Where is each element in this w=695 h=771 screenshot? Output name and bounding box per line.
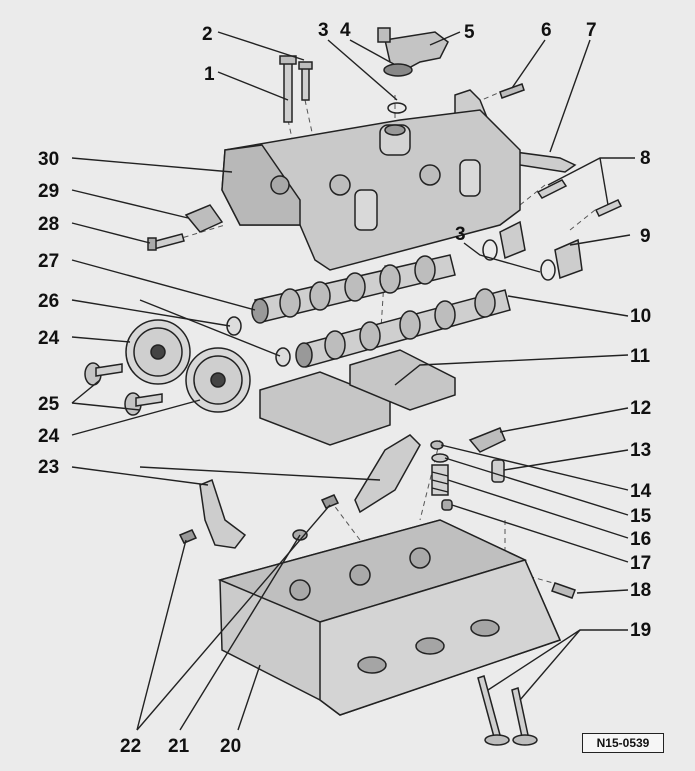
callout-13: 13 <box>630 440 651 461</box>
callout-23: 23 <box>38 457 59 478</box>
bolt-2 <box>298 61 313 101</box>
valve-19 <box>477 675 538 746</box>
bolt-8 <box>536 179 623 217</box>
callout-28: 28 <box>38 214 59 235</box>
callout-3-side: 3 <box>455 224 466 245</box>
leader-lines <box>71 31 635 731</box>
block-29 <box>184 204 224 233</box>
callout-29: 29 <box>38 181 59 202</box>
callout-27: 27 <box>38 251 59 272</box>
callout-1: 1 <box>204 64 215 85</box>
spring-16 <box>431 464 449 496</box>
washer-26 <box>226 316 291 367</box>
bolt-6 <box>499 83 525 99</box>
callout-12: 12 <box>630 398 651 419</box>
bracket-23-lower <box>199 478 247 549</box>
bolt-28 <box>147 233 185 251</box>
callout-10: 10 <box>630 306 651 327</box>
retainer-15 <box>431 453 449 463</box>
callout-17: 17 <box>630 553 651 574</box>
callout-2: 2 <box>202 24 213 45</box>
callout-3-top: 3 <box>318 20 329 41</box>
callout-22: 22 <box>120 736 141 757</box>
sensor-5 <box>377 27 449 77</box>
callout-labels: 1 2 3 4 5 6 7 8 3 9 10 11 12 13 14 15 16… <box>38 20 652 757</box>
sprocket-24-upper <box>125 319 191 385</box>
callout-8: 8 <box>640 148 651 169</box>
callout-20: 20 <box>220 736 241 757</box>
callout-30: 30 <box>38 149 59 170</box>
camshaft-housing-30 <box>221 109 521 271</box>
cylinder-head-20 <box>217 519 562 716</box>
long-bolt-1 <box>279 55 297 123</box>
callout-7: 7 <box>586 20 597 41</box>
plug-18 <box>551 582 576 599</box>
callout-9: 9 <box>640 226 651 247</box>
callout-18: 18 <box>630 580 651 601</box>
callout-14: 14 <box>630 481 652 502</box>
tappet-13 <box>491 459 505 483</box>
sprocket-24-lower <box>185 347 251 413</box>
camshaft-27 <box>251 254 456 324</box>
bracket-23-upper <box>354 434 421 514</box>
end-cap-9 <box>482 220 583 281</box>
callout-4: 4 <box>340 20 351 41</box>
camshaft-10 <box>295 288 511 368</box>
bolt-22 <box>178 494 340 544</box>
callout-25: 25 <box>38 394 60 415</box>
callout-16: 16 <box>630 529 651 550</box>
seal-17 <box>441 499 453 511</box>
callout-11: 11 <box>630 346 651 367</box>
callout-15: 15 <box>630 506 652 527</box>
callout-26: 26 <box>38 291 59 312</box>
callout-19: 19 <box>630 620 651 641</box>
callout-24-lower: 24 <box>38 426 60 447</box>
callout-21: 21 <box>168 736 190 757</box>
o-ring-3-top <box>387 102 407 114</box>
callout-6: 6 <box>541 20 552 41</box>
rocker-12 <box>468 427 506 453</box>
figure-reference-code: N15-0539 <box>582 733 664 753</box>
callout-5: 5 <box>464 22 475 43</box>
callout-24-upper: 24 <box>38 328 60 349</box>
